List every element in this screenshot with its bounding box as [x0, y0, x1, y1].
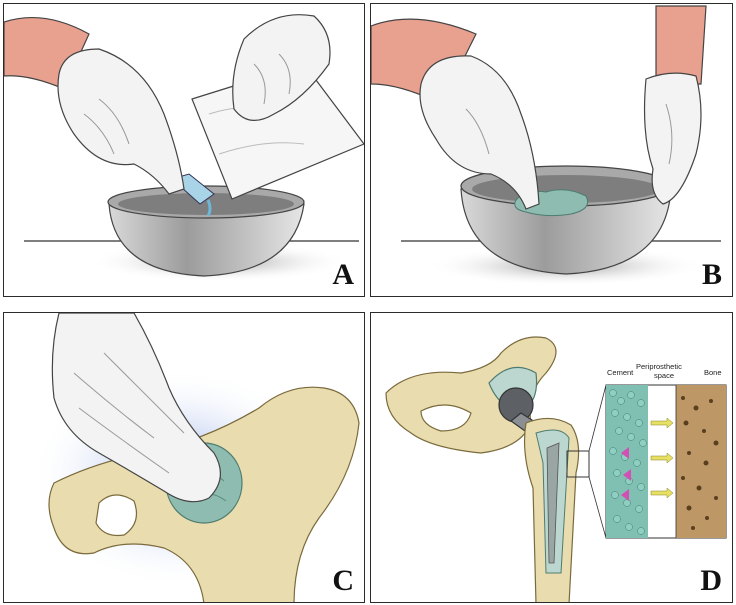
- obturator-foramen: [420, 404, 472, 432]
- magenta-arrows: [621, 447, 631, 501]
- femur-bone: [523, 417, 580, 602]
- inset-label-bone: Bone: [704, 368, 722, 377]
- panel-b-label: B: [701, 258, 722, 291]
- zoom-box: [566, 450, 590, 478]
- femoral-stem: [546, 442, 560, 564]
- panel-d-illustration: Cement Periprosthetic space Bone: [385, 336, 727, 602]
- inset-label-space-2: space: [654, 371, 674, 380]
- left-gloved-hand: [371, 18, 540, 210]
- mixing-bowl: [107, 185, 305, 277]
- panel-d-label: D: [700, 564, 722, 597]
- panel-b: B: [370, 3, 733, 297]
- panel-a: A: [3, 3, 365, 297]
- left-gloved-hand: [4, 17, 185, 195]
- bone-pores: [681, 396, 719, 530]
- gloved-hand-pressing: [51, 313, 221, 503]
- inset-label-space-1: Periprosthetic: [636, 362, 682, 371]
- hip-pelvis: [385, 336, 557, 454]
- right-gloved-hand: [643, 5, 707, 205]
- inset-label-cement: Cement: [607, 368, 634, 377]
- panel-c: C: [3, 312, 365, 603]
- panel-b-illustration: [371, 5, 721, 286]
- bone-layer: [676, 385, 726, 538]
- panel-c-illustration: [29, 313, 360, 602]
- cement-beads: [609, 389, 647, 535]
- panel-c-label: C: [332, 564, 354, 597]
- right-gloved-hand: [232, 14, 331, 121]
- cement-layer: [606, 385, 648, 538]
- panel-d: Cement Periprosthetic space Bone D: [370, 312, 733, 603]
- obturator-foramen: [95, 494, 137, 537]
- yellow-arrows: [650, 417, 674, 499]
- magnified-inset: Cement Periprosthetic space Bone: [605, 362, 727, 539]
- panel-a-illustration: [4, 14, 364, 282]
- panel-a-label: A: [332, 258, 354, 291]
